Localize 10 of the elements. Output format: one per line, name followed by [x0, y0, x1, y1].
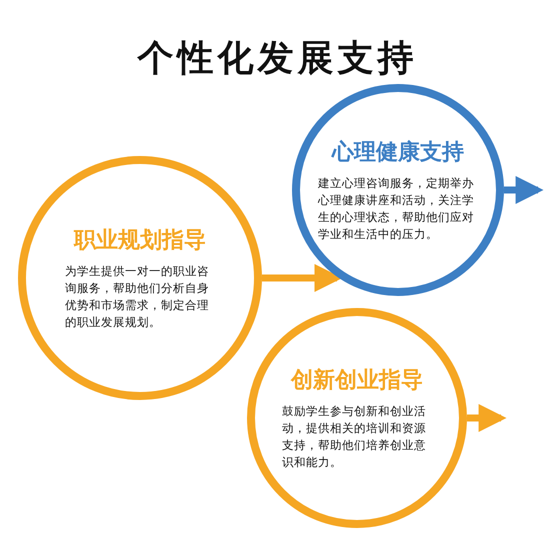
arrow: [467, 404, 507, 432]
circle-heading: 创新创业指导: [291, 367, 423, 395]
title: 个性化发展支持: [138, 36, 418, 81]
circle-heading: 职业规划指导: [74, 227, 206, 255]
arrow: [262, 264, 342, 292]
circle-heading: 心理健康支持: [332, 138, 464, 167]
arrow: [504, 176, 544, 204]
circle-description: 为学生提供一对一的职业咨询服务，帮助他们分析自身优势和市场需求，制定合理的职业发展规划。: [65, 263, 210, 331]
circle-description: 建立心理咨询服务，定期举办心理健康讲座和活动，关注学生的心理状态，帮助他们应对学业和生活中的压力。: [318, 175, 475, 243]
circle-description: 鼓励学生参与创新和创业活动，提供相关的培训和资源支持，帮助他们培养创业意识和能力。: [282, 403, 427, 471]
